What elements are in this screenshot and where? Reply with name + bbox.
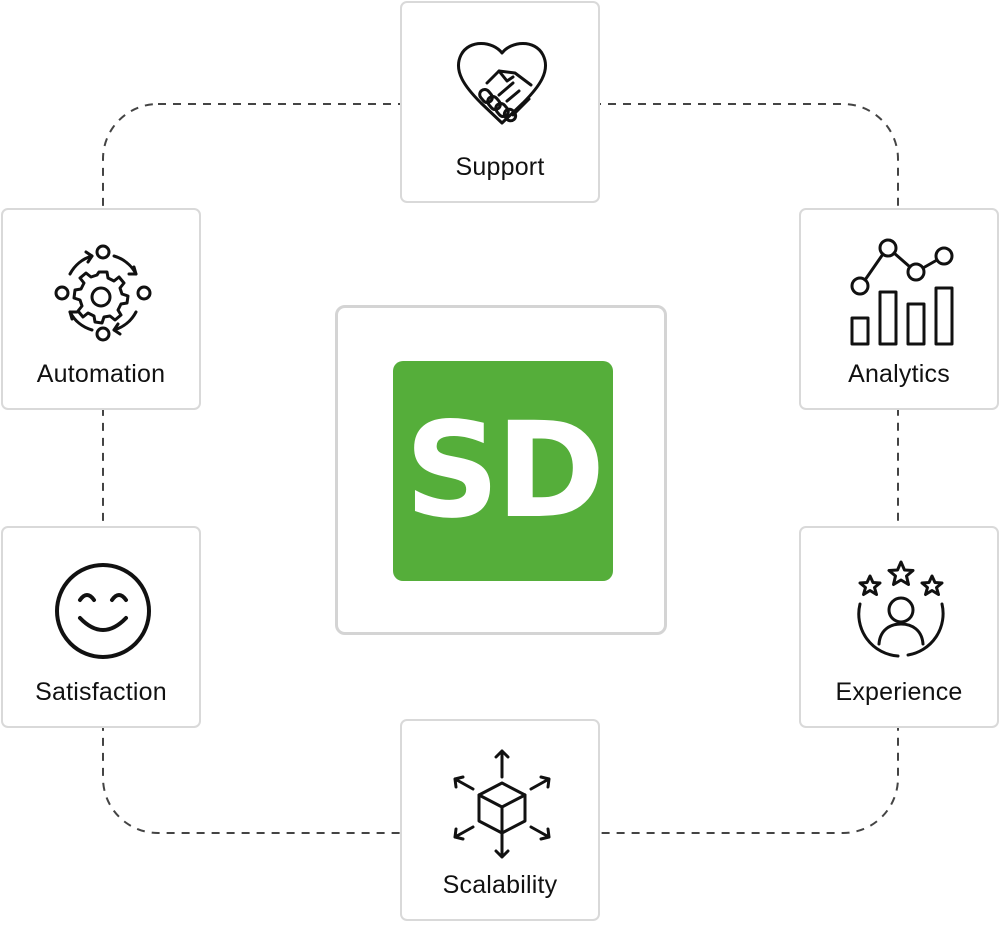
node-label: Satisfaction [35, 678, 167, 706]
node-satisfaction: Satisfaction [1, 526, 201, 728]
node-analytics: Analytics [799, 208, 999, 410]
node-experience: Experience [799, 526, 999, 728]
node-support: Support [400, 1, 600, 203]
node-label: Support [455, 153, 545, 181]
node-scalability: Scalability [400, 719, 600, 921]
node-label: Experience [835, 678, 963, 706]
node-label: Automation [36, 360, 166, 388]
handshake-heart-icon [457, 42, 547, 125]
center-logo-card: SD [335, 305, 667, 635]
gear-cycle-icon [54, 244, 152, 342]
logo-text: SD [404, 394, 606, 548]
node-label: Analytics [848, 360, 950, 388]
node-label: Scalability [442, 871, 558, 899]
node-automation: Automation [1, 208, 201, 410]
analytics-chart-icon [850, 238, 954, 346]
sd-logo: SD [393, 361, 613, 581]
smiley-face-icon [55, 563, 151, 659]
user-stars-icon [857, 560, 945, 658]
cube-expand-icon [453, 749, 551, 859]
